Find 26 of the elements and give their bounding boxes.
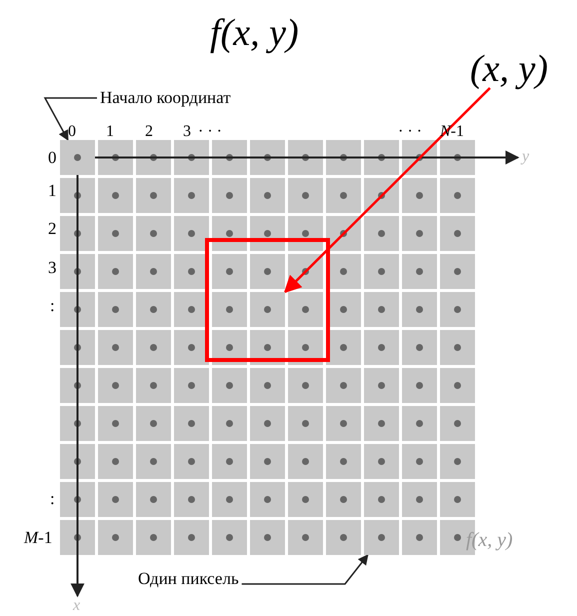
- row-index: 2: [48, 220, 56, 237]
- figure-mark: f(x, y): [466, 530, 513, 550]
- coordinate-label: (x, y): [470, 50, 548, 88]
- column-index: 1: [106, 124, 114, 140]
- column-index: 3: [183, 124, 191, 140]
- ellipsis: · · ·: [198, 124, 222, 140]
- pixel: [250, 292, 285, 327]
- row-index: 1: [48, 182, 56, 199]
- leader-line: [44, 97, 97, 141]
- column-index: 0: [68, 124, 76, 140]
- ellipsis: :: [50, 297, 55, 314]
- ellipsis: · · ·: [398, 124, 422, 140]
- row-index: M-1: [24, 529, 52, 546]
- pixel-caption: Один пиксель: [138, 570, 239, 587]
- ellipsis: :: [50, 490, 55, 507]
- leader-line: [242, 554, 368, 585]
- row-index: 3: [48, 259, 56, 276]
- title: f(x, y): [210, 14, 299, 52]
- axis-label: x: [73, 598, 80, 614]
- origin-caption: Начало координат: [100, 89, 231, 106]
- axis-label: y: [522, 149, 530, 165]
- pixel: [364, 520, 399, 555]
- column-index: 2: [145, 124, 153, 140]
- arrow: [284, 87, 491, 294]
- pixel: [60, 140, 95, 175]
- row-index: 0: [48, 149, 56, 166]
